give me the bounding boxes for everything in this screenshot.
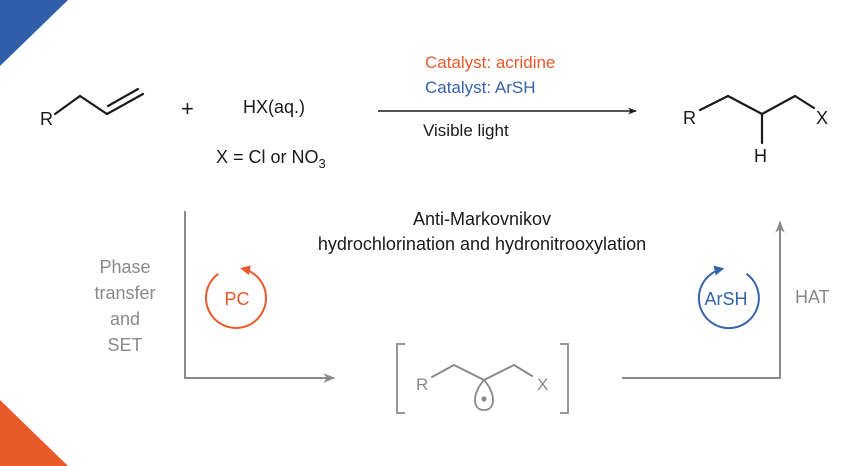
phase-transfer-arrow [184,211,336,383]
hat-label: HAT [795,287,830,307]
radical-dot [481,396,487,402]
pc-cycle-icon [205,265,267,329]
reactant-r-label: R [40,109,53,129]
x-definition-main: X = Cl or NO [216,147,319,167]
left-label-group: Phase transfer and SET [94,257,155,355]
reagent-hx: HX(aq.) [243,97,305,117]
right-bracket [560,343,569,414]
left-label-line3: and [110,309,140,329]
reactant-alkene [53,87,145,116]
x-definition-subscript: 3 [319,156,326,171]
product-x-label: X [816,108,828,128]
pc-label: PC [224,289,249,309]
x-definition: X = Cl or NO3 [216,147,326,171]
mechanism-title-line1: Anti-Markovnikov [413,209,551,229]
visible-light-label: Visible light [423,121,509,140]
catalyst-acridine: Catalyst: acridine [425,53,555,72]
catalyst-arsh: Catalyst: ArSH [425,78,536,97]
radical-x-label: X [537,375,548,394]
left-label-line2: transfer [94,283,155,303]
product-structure [698,94,816,145]
arsh-label: ArSH [704,289,747,309]
left-bracket [396,343,405,414]
plus-sign: + [181,96,194,121]
mechanism-title-line2: hydrochlorination and hydronitrooxylatio… [318,234,646,254]
left-label-line4: SET [107,335,142,355]
product-r-label: R [683,108,696,128]
radical-skeleton [431,364,533,381]
left-label-line1: Phase [99,257,150,277]
radical-intermediate: R X [396,343,569,414]
arsh-cycle-icon [697,265,760,330]
product-h-label: H [754,146,767,166]
radical-orbital [474,378,494,411]
corner-triangle-blue [0,0,68,66]
hat-arrow [622,220,785,379]
corner-triangle-orange [0,400,68,466]
radical-r-label: R [416,375,428,394]
